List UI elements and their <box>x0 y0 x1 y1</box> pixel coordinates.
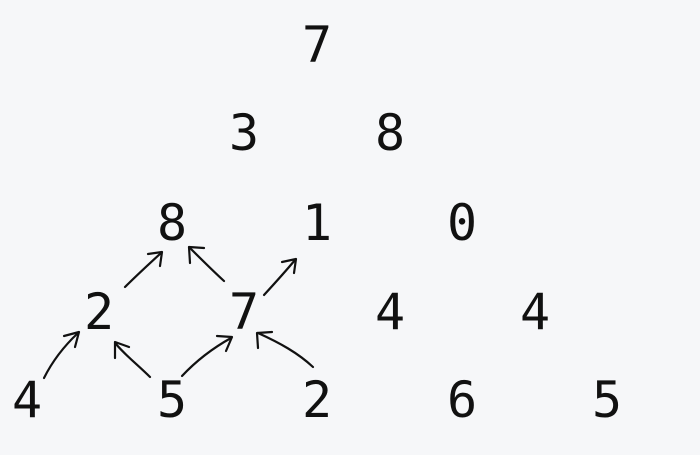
triangle-cell: 1 <box>301 194 333 252</box>
triangle-cell: 0 <box>446 194 478 252</box>
triangle-cell: 2 <box>301 371 333 429</box>
arrow <box>180 334 234 378</box>
arrow <box>255 330 315 369</box>
triangle-cell: 2 <box>83 283 115 341</box>
triangle-cell: 4 <box>374 283 406 341</box>
triangle-cell: 7 <box>228 283 260 341</box>
triangle-cell: 5 <box>156 371 188 429</box>
triangle-cell: 8 <box>156 194 188 252</box>
triangle-cell: 6 <box>446 371 478 429</box>
triangle-cell: 4 <box>11 371 43 429</box>
triangle-cell: 5 <box>591 371 623 429</box>
triangle-cell: 7 <box>301 16 333 74</box>
arrow <box>187 245 226 283</box>
arrow <box>123 250 164 289</box>
arrow <box>262 257 298 297</box>
triangle-cell: 8 <box>374 104 406 162</box>
triangle-cell: 4 <box>519 283 551 341</box>
triangle-cell: 3 <box>228 104 260 162</box>
arrow <box>113 340 152 379</box>
arrow <box>42 330 81 380</box>
